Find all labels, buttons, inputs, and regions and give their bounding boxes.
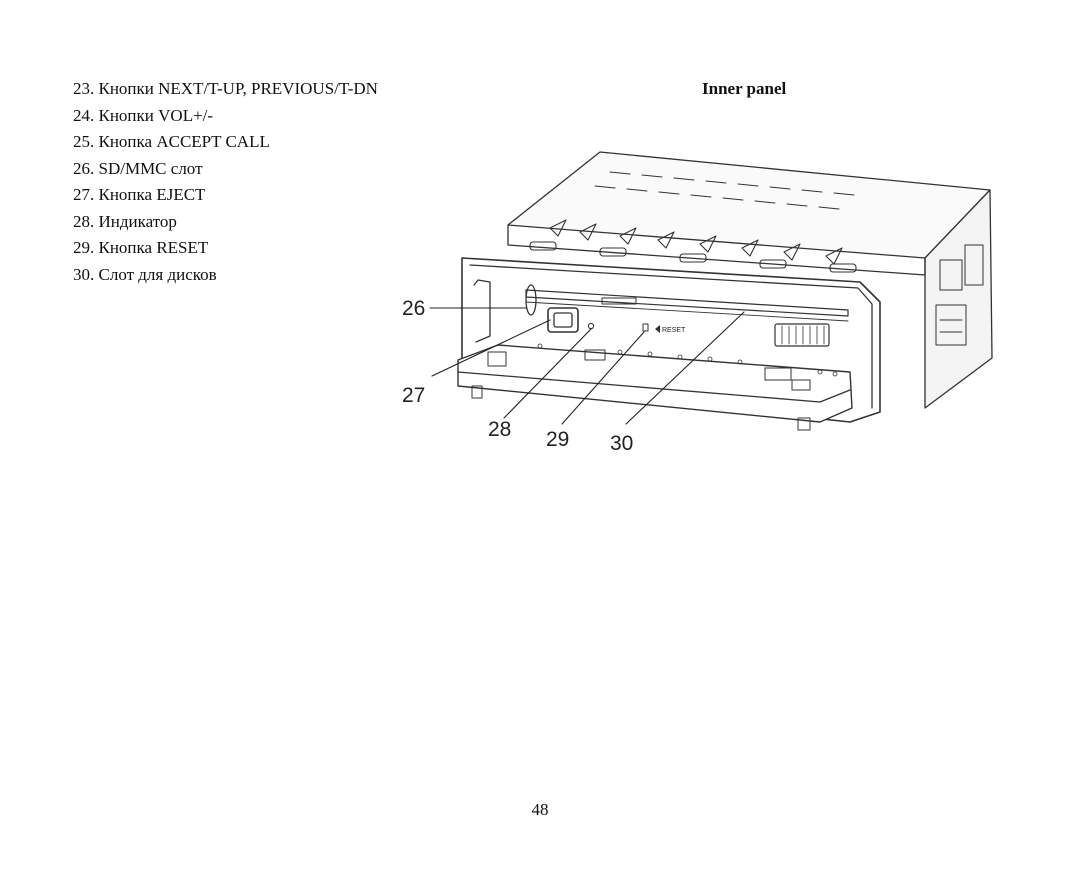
- callout-26: 26: [402, 297, 425, 320]
- callout-30: 30: [610, 432, 633, 455]
- leader-lines: [429, 307, 745, 425]
- reset-label: RESET: [662, 327, 686, 334]
- eject-button: [547, 307, 579, 333]
- page-number: 48: [531, 800, 549, 819]
- panel-title: Inner panel: [702, 79, 787, 98]
- inner-panel-figure: RESET: [380, 140, 1020, 470]
- legend-list: 23. Кнопки NEXT/T-UP, PREVIOUS/T-DN 24. …: [73, 76, 378, 288]
- legend-item-23: 23. Кнопки NEXT/T-UP, PREVIOUS/T-DN: [73, 79, 378, 98]
- reset-button: [642, 323, 649, 332]
- mounting-clips: [529, 219, 857, 273]
- tray-dots: [537, 343, 838, 377]
- legend-item-30: 30. Слот для дисков: [73, 264, 217, 284]
- rear-connector: [774, 323, 830, 347]
- callout-29: 29: [546, 428, 569, 451]
- callout-28: 28: [488, 418, 511, 441]
- top-vents: [594, 171, 855, 210]
- legend-item-24: 24. Кнопки VOL+/-: [73, 105, 214, 125]
- car-stereo-drawing: RESET: [402, 151, 993, 455]
- legend-item-28: 28. Индикатор: [73, 211, 177, 231]
- callout-27: 27: [402, 384, 425, 407]
- chassis-top: [507, 151, 991, 259]
- side-connectors: [935, 244, 984, 346]
- legend-item-26: 26. SD/MMC слот: [73, 158, 203, 178]
- legend-item-25: 25. Кнопка ACCEPT CALL: [73, 132, 270, 151]
- left-bracket: [473, 279, 491, 343]
- sd-slot: [525, 284, 537, 316]
- legend-item-29: 29. Кнопка RESET: [73, 238, 209, 257]
- legend-item-27: 27. Кнопка EJECT: [73, 185, 206, 204]
